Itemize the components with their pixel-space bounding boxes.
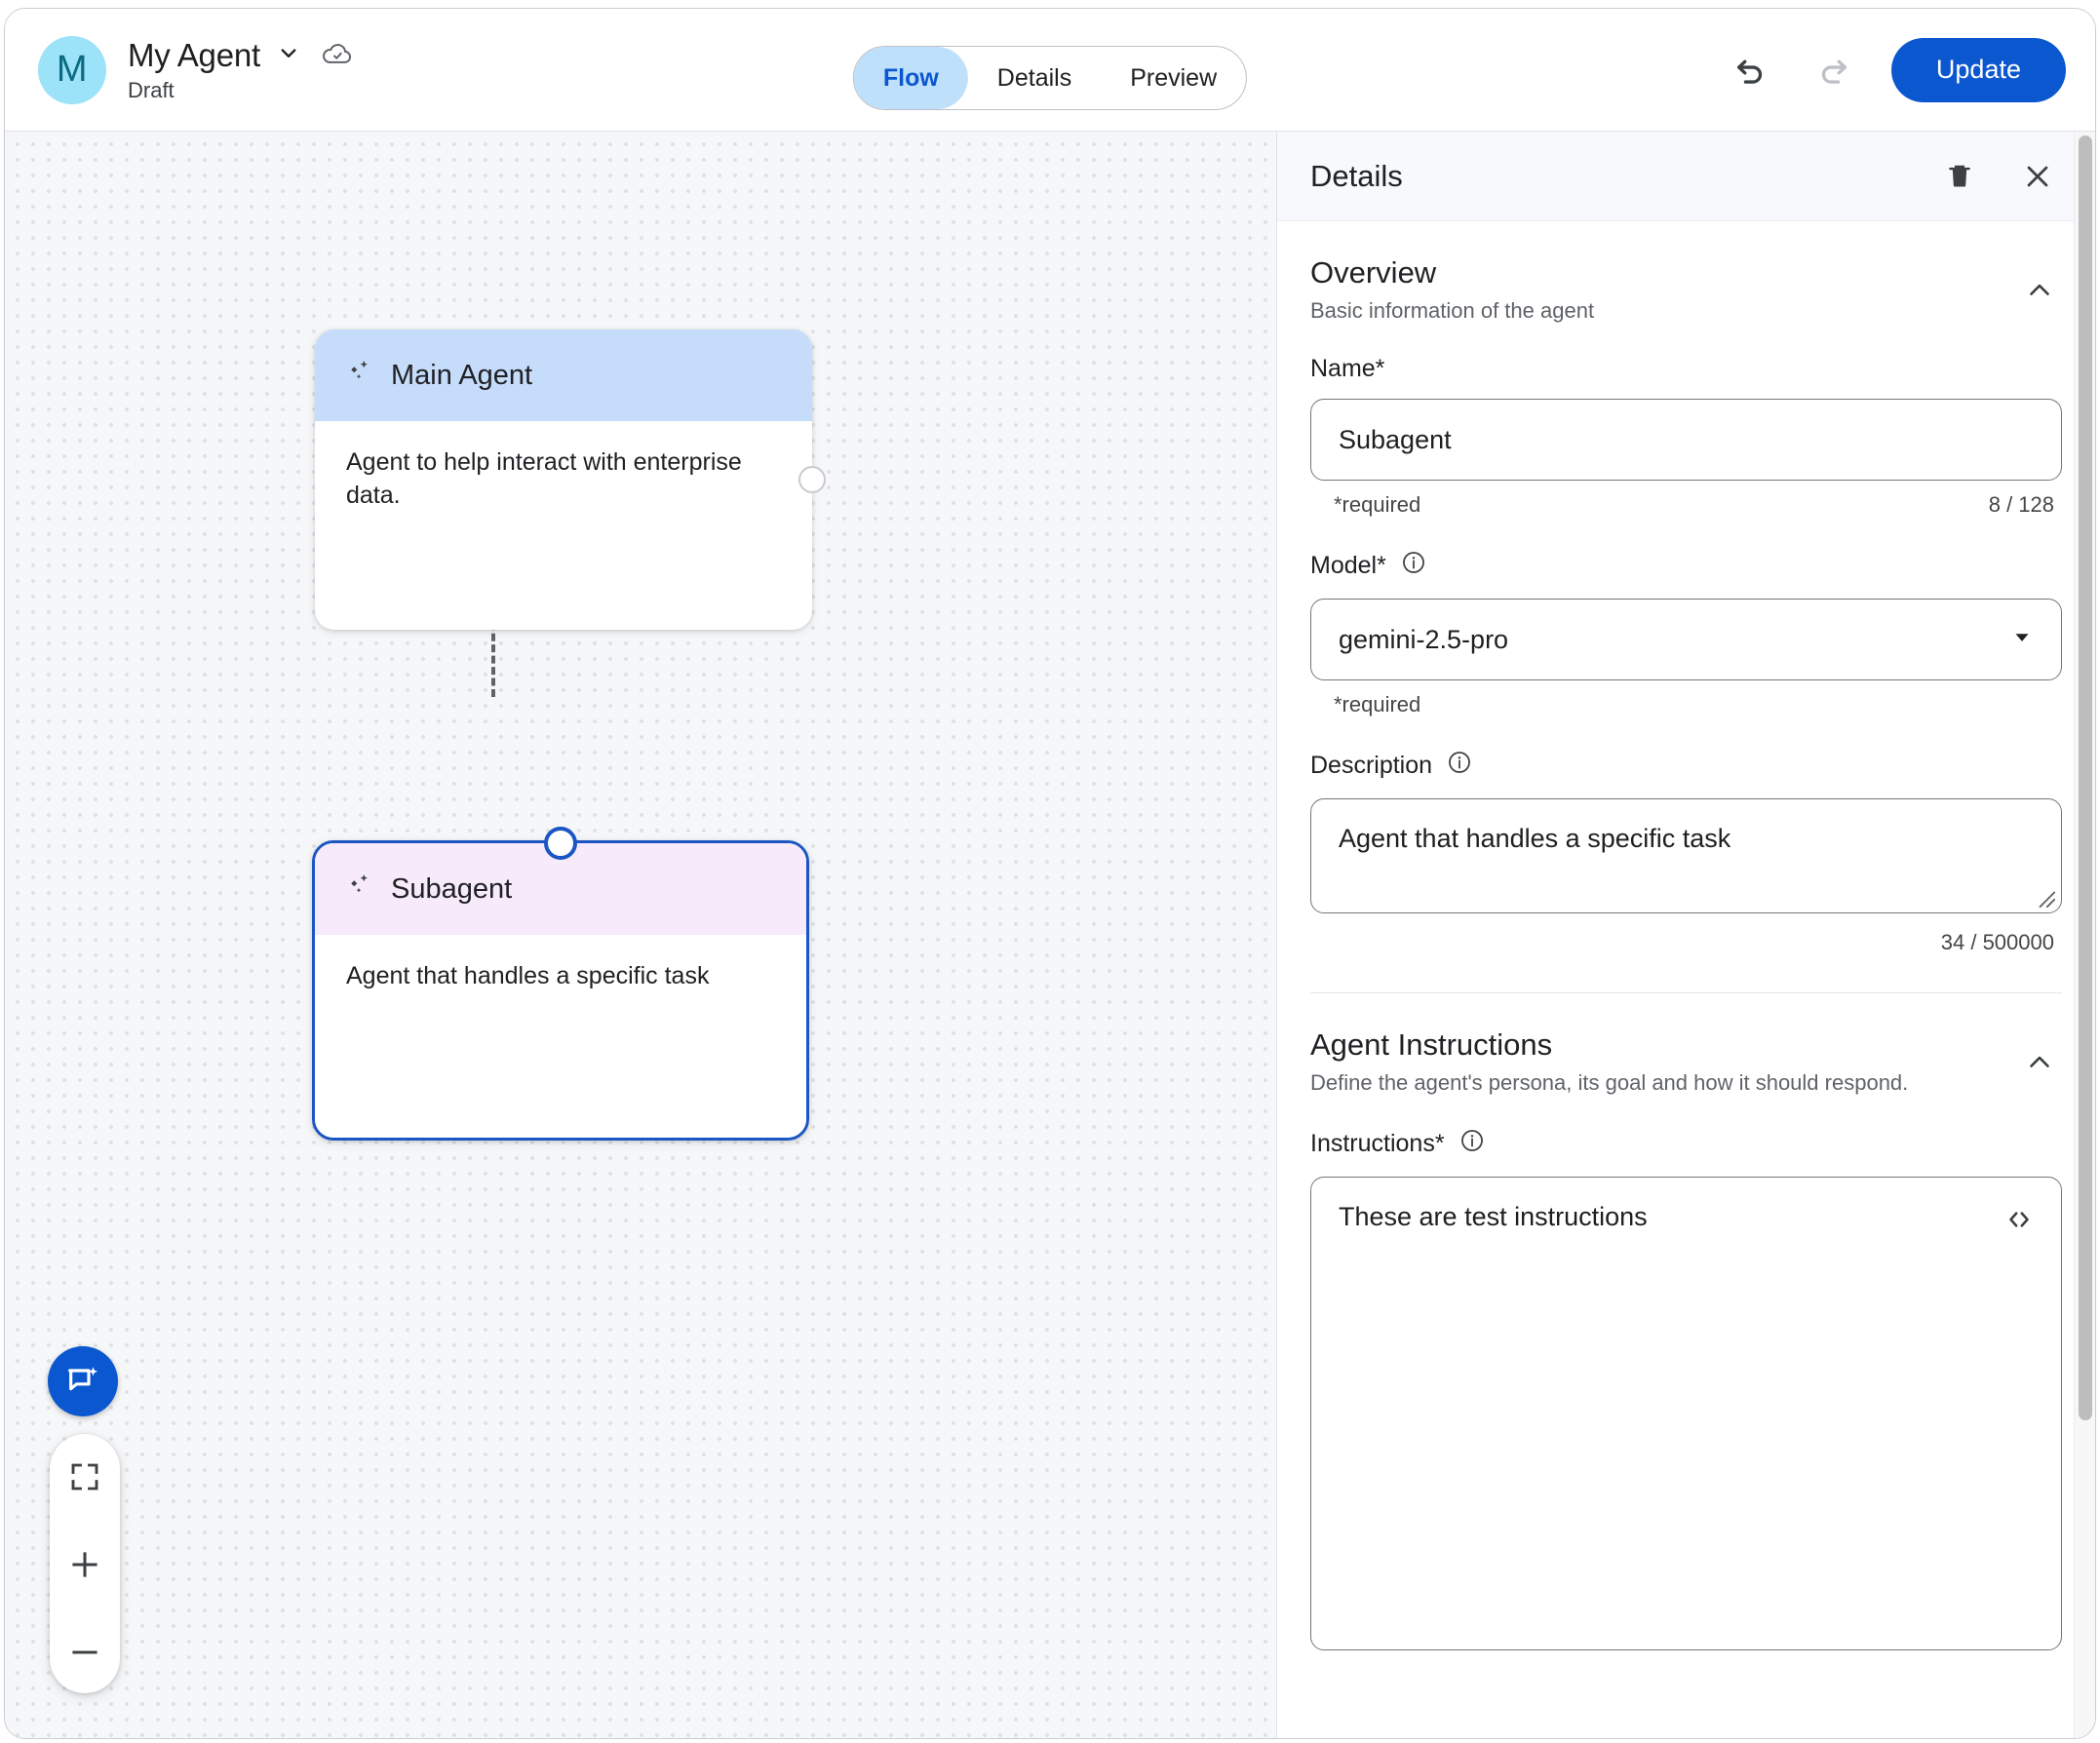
name-label-text: Name*: [1310, 355, 1385, 383]
details-panel-body[interactable]: Overview Basic information of the agent …: [1277, 221, 2095, 1738]
info-icon[interactable]: [1446, 749, 1473, 783]
node-output-handle[interactable]: [798, 466, 826, 493]
instructions-textarea[interactable]: [1310, 1177, 2062, 1651]
node-description: Agent to help interact with enterprise d…: [346, 448, 742, 509]
close-icon[interactable]: [2011, 150, 2064, 203]
field-name: Name* *required 8 / 128: [1310, 355, 2062, 518]
details-panel-scrollbar[interactable]: [2074, 132, 2095, 1738]
tab-flow[interactable]: Flow: [853, 47, 968, 109]
sparkle-agent-icon: [346, 871, 375, 908]
code-brackets-icon[interactable]: [1998, 1198, 2041, 1241]
chevron-up-icon[interactable]: [2017, 1040, 2062, 1085]
section-subtitle: Define the agent's persona, its goal and…: [1310, 1070, 1909, 1096]
sparkle-agent-icon: [346, 357, 375, 394]
avatar: M: [38, 35, 106, 104]
name-helper: *required: [1334, 492, 1421, 518]
field-instructions: Instructions*: [1310, 1127, 2062, 1655]
node-main-agent[interactable]: Main Agent Agent to help interact with e…: [315, 329, 826, 630]
agent-identity: M My Agent Draft: [38, 35, 354, 104]
section-title: Overview: [1310, 255, 1437, 290]
model-label: Model*: [1310, 549, 2062, 583]
chevron-up-icon[interactable]: [2017, 268, 2062, 313]
node-subagent[interactable]: Subagent Agent that handles a specific t…: [312, 827, 809, 1141]
edge-main-to-subagent: [491, 566, 495, 697]
section-overview-header: Overview Basic information of the agent: [1310, 221, 2062, 324]
section-agent-instructions-header: Agent Instructions Define the agent's pe…: [1310, 993, 2062, 1096]
update-button[interactable]: Update: [1890, 37, 2066, 102]
model-select[interactable]: [1310, 599, 2062, 681]
section-divider: [1310, 992, 2062, 994]
field-model: Model*: [1310, 549, 2062, 717]
node-title: Main Agent: [391, 359, 533, 391]
flow-canvas[interactable]: Main Agent Agent to help interact with e…: [5, 132, 1276, 1738]
field-description: Description: [1310, 749, 2062, 955]
workspace: Main Agent Agent to help interact with e…: [5, 132, 2095, 1738]
info-icon[interactable]: [1400, 549, 1427, 583]
undo-icon[interactable]: [1724, 44, 1776, 97]
top-bar: M My Agent Draft Flo: [5, 9, 2095, 132]
description-counter: 34 / 500000: [1940, 930, 2054, 955]
tab-preview[interactable]: Preview: [1130, 63, 1218, 92]
section-title: Agent Instructions: [1310, 1027, 1553, 1063]
details-panel-header: Details: [1277, 132, 2095, 221]
info-icon[interactable]: [1458, 1127, 1486, 1161]
instructions-label: Instructions*: [1310, 1127, 2062, 1161]
model-helper: *required: [1334, 692, 1421, 717]
cloud-done-icon: [321, 36, 354, 74]
node-description: Agent that handles a specific task: [346, 962, 710, 989]
app-window: M My Agent Draft Flo: [4, 8, 2096, 1739]
description-label-text: Description: [1310, 752, 1433, 780]
trash-icon[interactable]: [1933, 150, 1986, 203]
view-tabs: Flow Details Preview: [852, 46, 1248, 110]
fit-screen-icon[interactable]: [56, 1450, 114, 1504]
details-panel: Details: [1276, 132, 2095, 1738]
description-label: Description: [1310, 749, 2062, 783]
name-label: Name*: [1310, 355, 2062, 383]
section-subtitle: Basic information of the agent: [1310, 298, 1595, 324]
description-textarea[interactable]: [1310, 798, 2062, 914]
canvas-zoom-controls: [50, 1434, 120, 1693]
page-title: My Agent: [128, 36, 260, 73]
plus-icon[interactable]: [56, 1537, 114, 1592]
tab-details[interactable]: Details: [996, 63, 1072, 92]
node-title: Subagent: [391, 872, 513, 905]
scrollbar-thumb[interactable]: [2079, 136, 2092, 1420]
redo-icon[interactable]: [1808, 44, 1860, 97]
node-input-handle[interactable]: [544, 827, 577, 860]
top-bar-actions: Update: [1724, 37, 2066, 102]
node-header: Subagent: [315, 843, 806, 935]
name-input[interactable]: [1310, 399, 2062, 482]
minus-icon[interactable]: [56, 1625, 114, 1680]
model-label-text: Model*: [1310, 552, 1386, 580]
name-counter: 8 / 128: [1988, 492, 2054, 518]
details-panel-title: Details: [1310, 158, 1403, 193]
chat-sparkle-icon[interactable]: [48, 1346, 118, 1416]
instructions-label-text: Instructions*: [1310, 1130, 1445, 1158]
node-header: Main Agent: [315, 329, 812, 421]
chevron-down-icon[interactable]: [274, 38, 303, 72]
status-badge: Draft: [128, 78, 175, 102]
